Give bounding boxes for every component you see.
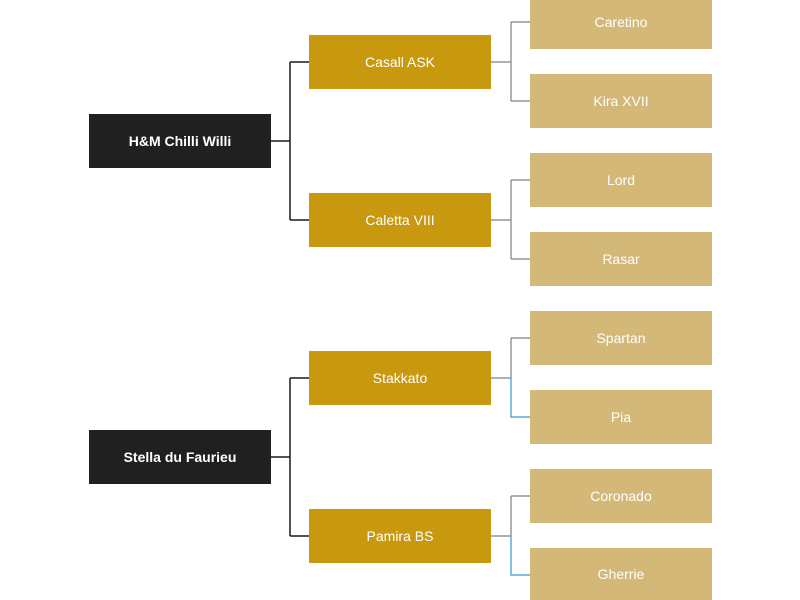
connector-stakkato-upper — [491, 337, 530, 379]
node-kira-xvii: Kira XVII — [530, 74, 712, 128]
connector-pamira-bs-upper — [491, 495, 530, 537]
node-label: Spartan — [596, 330, 646, 346]
node-h-m-chilli-willi: H&M Chilli Willi — [89, 114, 271, 168]
node-label: Gherrie — [597, 566, 645, 582]
node-label: Caretino — [594, 14, 648, 30]
node-gherrie: Gherrie — [530, 548, 712, 600]
node-label: Coronado — [590, 488, 652, 504]
node-label: Caletta VIII — [365, 212, 435, 228]
node-coronado: Coronado — [530, 469, 712, 523]
node-label: H&M Chilli Willi — [128, 133, 232, 149]
node-label: Stakkato — [372, 370, 428, 386]
node-caretino: Caretino — [530, 0, 712, 49]
node-label: Casall ASK — [364, 54, 436, 70]
node-label: Stella du Faurieu — [123, 449, 237, 465]
node-stella-du-faurieu: Stella du Faurieu — [89, 430, 271, 484]
connector-h-m-chilli-willi — [271, 61, 309, 221]
node-label: Pamira BS — [366, 528, 434, 544]
node-caletta-viii: Caletta VIII — [309, 193, 491, 247]
connector-stella-du-faurieu — [271, 377, 309, 537]
connector-casall-ask — [491, 21, 530, 102]
connector-caletta-viii — [491, 179, 530, 260]
node-pamira-bs: Pamira BS — [309, 509, 491, 563]
node-label: Rasar — [602, 251, 640, 267]
node-rasar: Rasar — [530, 232, 712, 286]
node-label: Pia — [610, 409, 632, 425]
node-spartan: Spartan — [530, 311, 712, 365]
node-label: Lord — [606, 172, 636, 188]
connector-stakkato-lower — [510, 378, 530, 418]
node-casall-ask: Casall ASK — [309, 35, 491, 89]
node-pia: Pia — [530, 390, 712, 444]
node-stakkato: Stakkato — [309, 351, 491, 405]
node-lord: Lord — [530, 153, 712, 207]
connector-pamira-bs-lower — [510, 536, 530, 576]
node-label: Kira XVII — [593, 93, 649, 109]
